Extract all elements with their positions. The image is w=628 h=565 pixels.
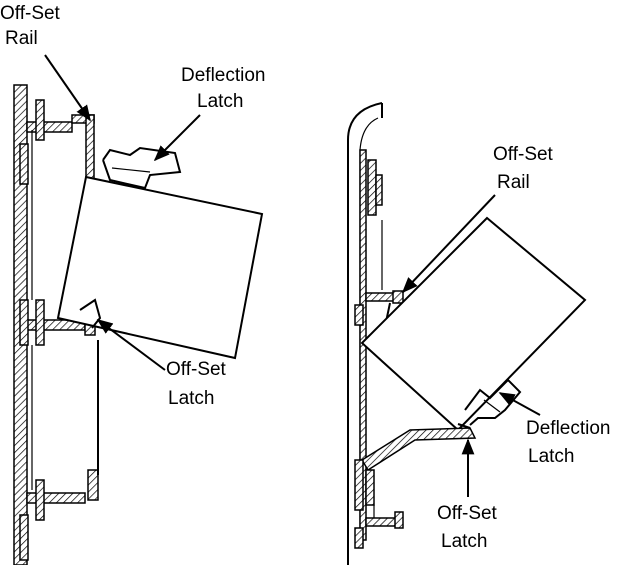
right-offset-rail-line2: Rail [497, 172, 530, 193]
left-offset-latch-line2: Latch [168, 388, 214, 409]
right-deflection-latch-leader [498, 392, 541, 416]
left-offset-latch-line1: Off-Set [166, 359, 227, 380]
left-deflection-latch-line1: Deflection [181, 65, 266, 86]
left-offset-latch [79, 298, 102, 329]
right-upper-detail [367, 159, 383, 290]
left-deflection-latch [102, 146, 182, 190]
right-upper-rail [354, 290, 404, 326]
right-offset-rail-line1: Off-Set [493, 144, 554, 165]
left-offset-rail-leader [44, 54, 91, 122]
left-offset-rail-line2: Rail [5, 28, 38, 49]
right-offset-latch-line2: Latch [441, 531, 487, 552]
left-deflection-latch-leader [153, 114, 201, 162]
right-deflection-latch-line2: Latch [528, 446, 574, 467]
left-module [56, 175, 264, 360]
right-deflection-latch [464, 378, 522, 426]
right-offset-rail-leader [401, 194, 496, 294]
left-offset-latch-leader [96, 319, 166, 371]
right-figure: Off-Set Rail Deflection Latch Off-Set La… [347, 102, 611, 565]
left-deflection-latch-line2: Latch [197, 91, 243, 112]
left-top-rail [19, 99, 95, 191]
right-offset-latch-line1: Off-Set [437, 503, 498, 524]
right-deflection-latch-line1: Deflection [526, 418, 611, 439]
left-figure: Off-Set Rail Deflection Latch Off-Set La… [0, 3, 266, 565]
left-offset-rail-line1: Off-Set [0, 3, 61, 24]
right-lower-rail [354, 423, 477, 549]
